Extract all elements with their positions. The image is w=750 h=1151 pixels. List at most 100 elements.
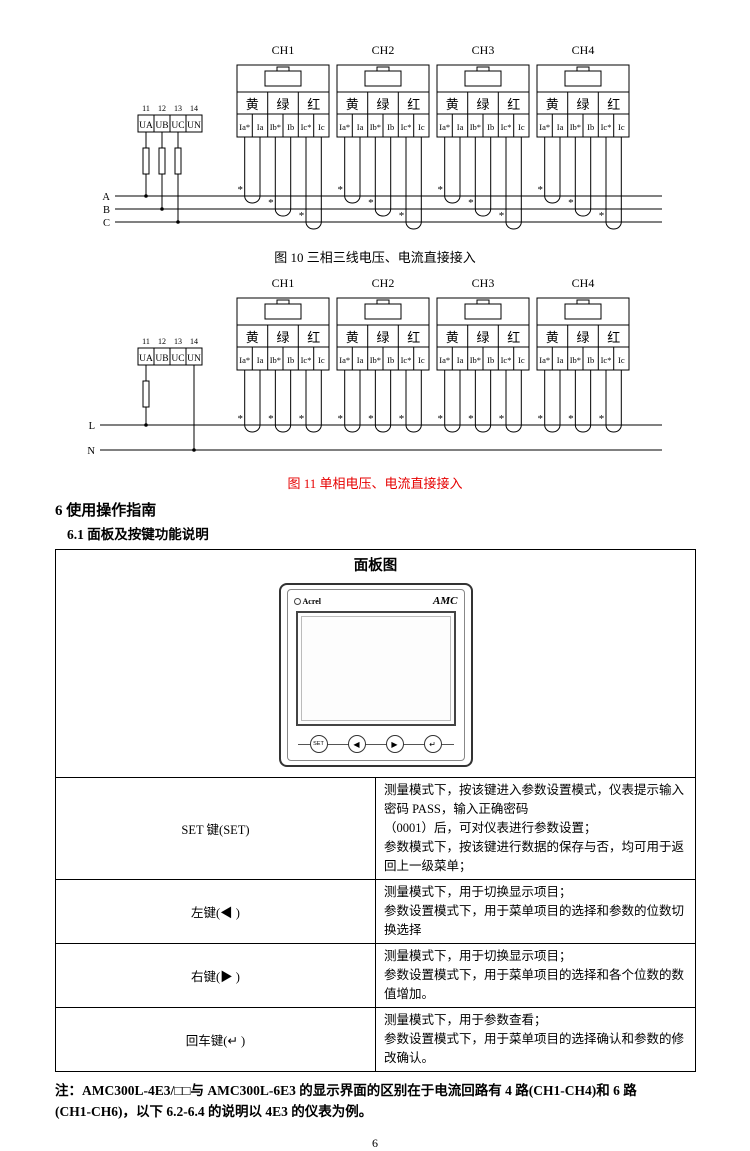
polarity-star: * xyxy=(368,197,374,209)
polarity-stars: * * * xyxy=(338,184,405,222)
page-number: 6 xyxy=(372,1136,378,1150)
wire-color-label: 红 xyxy=(307,97,320,112)
ct-pair: * xyxy=(538,370,561,433)
amc-label: AMC xyxy=(433,595,458,607)
current-terminal-label: Ia xyxy=(357,355,364,365)
ct-pair: * xyxy=(438,370,461,433)
fuse-icon xyxy=(142,380,150,408)
connector-icon xyxy=(264,303,302,320)
ct-loop xyxy=(544,195,561,204)
table-row: 回车键(↵ ) 测量模式下，用于参数查看；参数设置模式下，用于菜单项目的选择确认… xyxy=(55,1007,696,1072)
meter-front-panel: Acrel AMC SET ◀ ▶ ↵ xyxy=(278,583,473,767)
set-button-icon: SET xyxy=(309,735,328,753)
ct-channel: CH2 黄绿红 xyxy=(336,276,430,433)
current-terminal-label: Ic* xyxy=(601,122,612,132)
wire-color-labels: 黄绿红 xyxy=(446,97,520,112)
current-terminal-label: Ic* xyxy=(301,122,312,132)
ct-pair: * xyxy=(299,370,322,433)
ct-loop xyxy=(505,221,522,230)
polarity-star: * xyxy=(399,210,405,222)
current-terminal-label: Ib xyxy=(487,122,494,132)
terminal-number: 12 xyxy=(158,337,166,346)
ct-channel: CH3 黄绿红 xyxy=(436,43,530,230)
ct-loop xyxy=(605,221,622,230)
wire-color-label: 绿 xyxy=(476,97,489,112)
polarity-star: * xyxy=(299,413,305,425)
ct-channel: CH1 黄绿红 xyxy=(236,276,330,433)
channel-label: CH3 xyxy=(472,276,495,290)
wire-color-label: 黄 xyxy=(346,330,359,345)
polarity-star: * xyxy=(338,184,344,196)
ct-loop xyxy=(574,424,592,433)
ct-loop xyxy=(344,195,361,204)
polarity-star: * xyxy=(538,184,544,196)
panel-title: 面板图 xyxy=(353,558,398,574)
ct-pair: * xyxy=(368,370,392,433)
ct-channel: CH4 黄绿红 xyxy=(536,43,630,230)
current-terminal-label: Ic xyxy=(518,122,525,132)
polarity-star: * xyxy=(338,413,344,425)
terminal-number: 11 xyxy=(142,337,150,346)
polarity-stars: *** xyxy=(238,184,305,222)
current-terminal-label: Ib* xyxy=(470,355,481,365)
phase-line-labels: ABC xyxy=(102,192,110,229)
connector-icon xyxy=(364,70,402,87)
wire-color-label: 黄 xyxy=(546,330,559,345)
phase-line-label: C xyxy=(103,218,110,229)
channel-label: CH1 xyxy=(272,276,295,290)
wire-color-labels: 黄绿红 xyxy=(346,330,420,345)
wire-color-labels: 黄绿红 xyxy=(446,330,520,345)
figure11-caption: 图 11 单相电压、电流直接接入 xyxy=(287,476,463,491)
ct-loop xyxy=(305,424,322,433)
current-terminal-label: Ic xyxy=(318,122,325,132)
voltage-terminal-label: UC xyxy=(171,354,184,364)
wire-color-label: 绿 xyxy=(276,330,289,345)
polarity-star: * xyxy=(238,184,244,196)
wire-color-label: 红 xyxy=(307,330,320,345)
current-terminal-label: Ia xyxy=(457,355,464,365)
button-rail-line xyxy=(297,744,454,745)
current-terminal-label: Ib xyxy=(287,122,294,132)
wire-color-label: 红 xyxy=(507,330,520,345)
ct-loop xyxy=(444,424,461,433)
current-terminal-label: Ic xyxy=(518,355,525,365)
voltage-terminal-label: UN xyxy=(187,121,201,131)
polarity-star: * xyxy=(268,197,274,209)
current-terminal-label: Ia* xyxy=(539,355,550,365)
current-terminal-label: Ia* xyxy=(439,355,450,365)
current-terminal-label: Ib* xyxy=(270,355,281,365)
current-terminal-label: Ic xyxy=(418,355,425,365)
voltage-terminal-label: UN xyxy=(187,354,201,364)
display-screen xyxy=(300,616,451,721)
table-row: SET 键(SET) 测量模式下，按该键进入参数设置模式，仪表提示输入密码 PA… xyxy=(55,777,696,880)
key-name: 回车键(↵ ) xyxy=(55,1007,376,1072)
connector-notch xyxy=(376,66,390,72)
connector-notch xyxy=(476,299,490,305)
ct-loop xyxy=(544,424,561,433)
wire-color-labels: 黄绿红 xyxy=(246,330,320,345)
description-line: 测量模式下，用于切换显示项目； xyxy=(384,885,572,899)
wire-color-label: 绿 xyxy=(276,97,289,112)
terminal-number: 14 xyxy=(190,104,198,113)
ct-loop xyxy=(474,208,492,217)
channel-label: CH4 xyxy=(572,276,595,290)
polarity-star: * xyxy=(499,210,505,222)
wire-color-label: 黄 xyxy=(446,97,459,112)
key-name: 左键(◀ ) xyxy=(55,879,376,944)
current-terminal-label: Ib xyxy=(387,355,394,365)
section-heading: 6 使用操作指南 xyxy=(55,503,157,519)
current-terminal-label: Ic xyxy=(418,122,425,132)
voltage-terminal-label: UC xyxy=(171,121,184,131)
current-terminal-label: Ia xyxy=(357,122,364,132)
terminal-number: 13 xyxy=(174,104,182,113)
connector-icon xyxy=(464,70,502,87)
wire-color-labels: 黄绿红 xyxy=(546,97,620,112)
voltage-terminal-label: UB xyxy=(155,354,168,364)
